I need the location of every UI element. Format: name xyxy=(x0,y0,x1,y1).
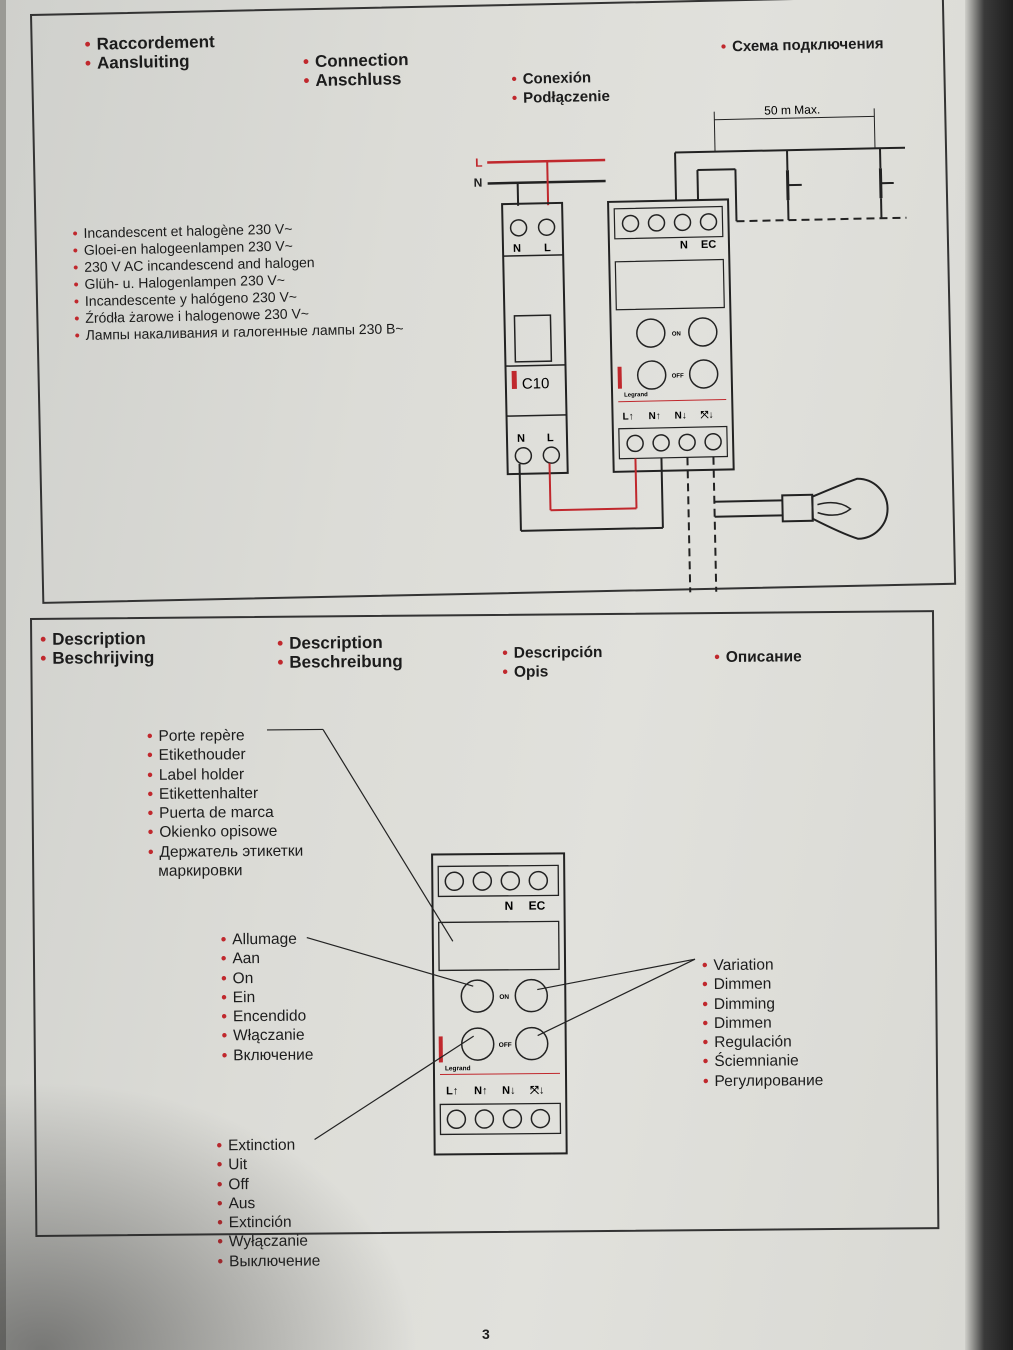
label-holder-window xyxy=(438,920,560,972)
max-distance-label: 50 m Max. xyxy=(764,102,820,117)
circuit-breaker: N L N L C10 xyxy=(501,201,569,476)
svg-text:N: N xyxy=(504,899,513,913)
lamp-icon xyxy=(781,477,889,540)
svg-text:⤧↓: ⤧↓ xyxy=(700,410,713,421)
dim-up-button xyxy=(514,978,549,1013)
background-right xyxy=(965,0,1013,1350)
sheet-edge-left xyxy=(0,0,6,1350)
svg-text:N↓: N↓ xyxy=(502,1085,516,1097)
label-L: L xyxy=(475,156,483,170)
svg-text:ON: ON xyxy=(499,994,509,1001)
svg-text:N: N xyxy=(517,433,525,445)
svg-text:L: L xyxy=(547,432,554,444)
svg-text:ON: ON xyxy=(672,331,681,337)
svg-text:L: L xyxy=(544,242,551,254)
svg-text:N: N xyxy=(680,239,688,251)
description-panel: •Description •Beschrijving •Description … xyxy=(30,610,940,1270)
device-diagram: N EC ON OFF Legrand L↑ N↑ N↓ ⤧↓ xyxy=(266,728,696,1156)
svg-text:L↑: L↑ xyxy=(622,411,633,422)
breaker-rating: C10 xyxy=(522,375,550,393)
svg-text:Legrand: Legrand xyxy=(445,1065,471,1072)
dim-down-button xyxy=(514,1026,549,1061)
dimmer-device: N EC ON OFF Legrand L↑ N↑ N↓ ⤧↓ xyxy=(431,852,568,1156)
svg-text:N↑: N↑ xyxy=(648,411,660,422)
page-number: 3 xyxy=(482,1326,490,1342)
svg-text:Legrand: Legrand xyxy=(624,392,648,399)
connection-panel: •Raccordement •Aansluiting •Connection •… xyxy=(30,0,957,604)
svg-text:N↓: N↓ xyxy=(674,410,686,421)
label-N: N xyxy=(473,176,482,190)
dimmer-module: N EC ON OFF Legrand L↑ N↑ N↓ ⤧↓ xyxy=(607,198,735,473)
svg-text:EC: EC xyxy=(528,899,545,913)
svg-text:OFF: OFF xyxy=(672,373,684,379)
off-button xyxy=(460,1027,495,1061)
svg-text:⤧↓: ⤧↓ xyxy=(530,1085,544,1097)
svg-text:L↑: L↑ xyxy=(446,1085,458,1097)
svg-text:N↑: N↑ xyxy=(474,1085,488,1097)
svg-text:N: N xyxy=(513,243,521,255)
on-button xyxy=(460,979,495,1013)
wiring-diagram: L N N L N L C10 xyxy=(473,102,907,593)
svg-text:OFF: OFF xyxy=(499,1042,512,1049)
svg-text:EC: EC xyxy=(701,239,717,251)
